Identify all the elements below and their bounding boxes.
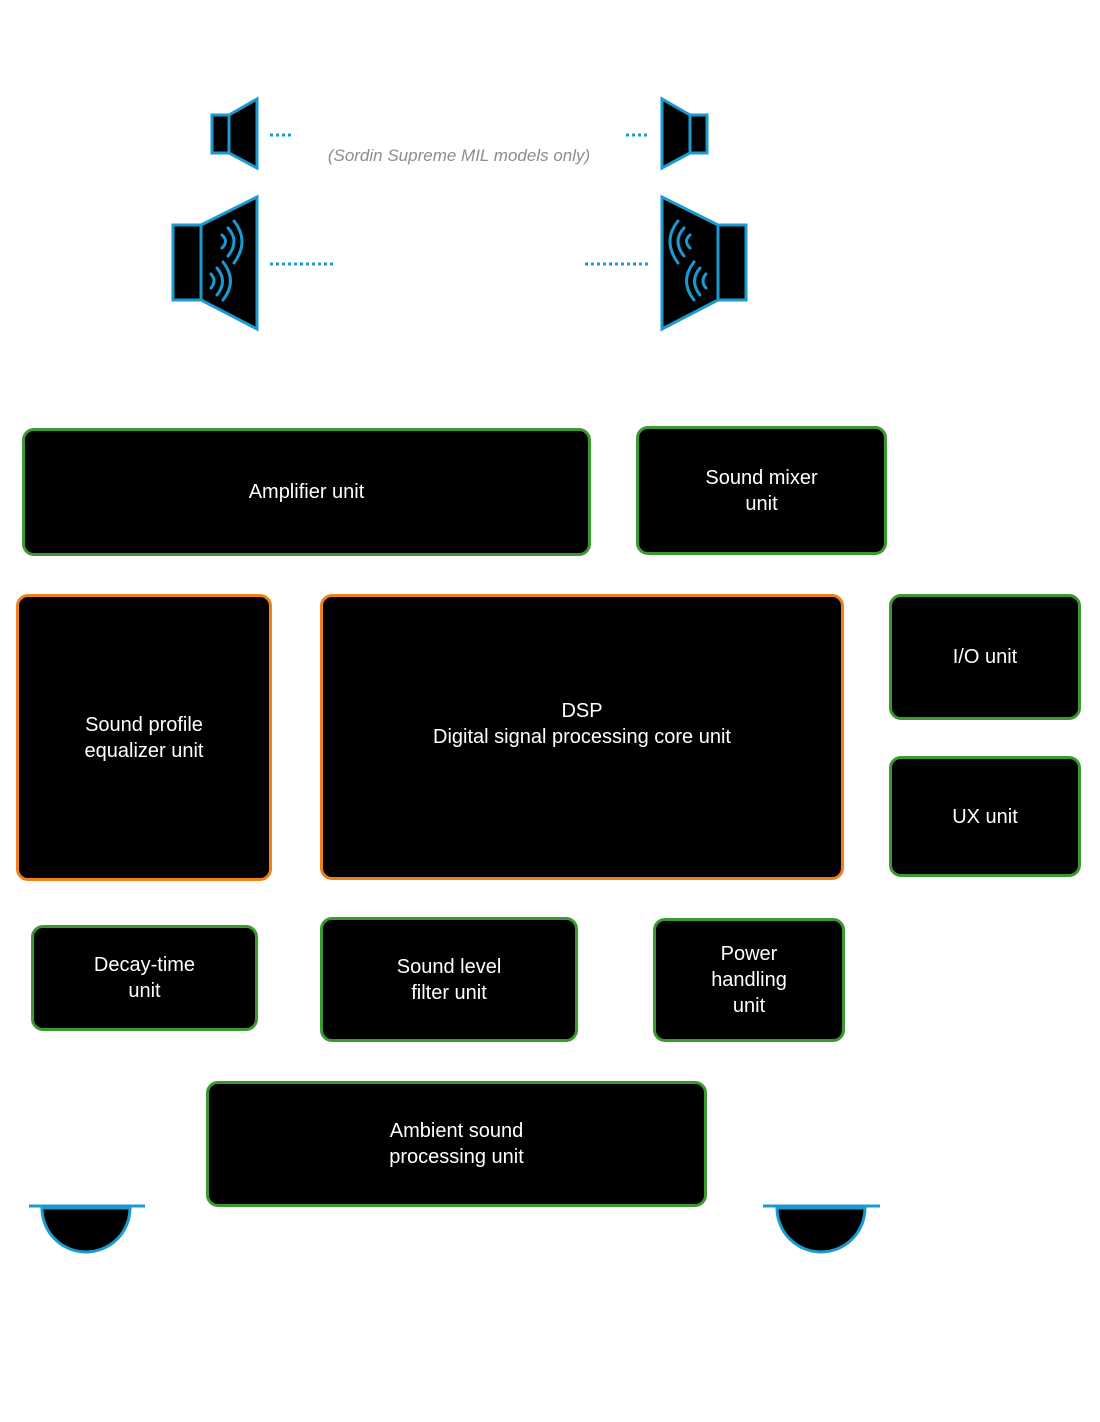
- decay-time-unit: Decay-time unit: [31, 925, 258, 1031]
- sound-level-filter-unit: Sound level filter unit: [320, 917, 578, 1042]
- speaker-sound-icon-left: [171, 194, 259, 332]
- sound-profile-equalizer-unit: Sound profile equalizer unit: [16, 594, 272, 881]
- decay-unit-label: Decay-time unit: [93, 954, 196, 1002]
- ux-unit: UX unit: [889, 756, 1081, 877]
- io-unit-label: I/O unit: [952, 646, 1018, 668]
- sound-mixer-unit-label: Sound mixer unit: [705, 466, 818, 515]
- speaker-icon-small-left: [210, 96, 259, 171]
- speaker-icon-small-right: [660, 96, 709, 171]
- ambient-unit-label: Ambient sound processing unit: [389, 1120, 524, 1168]
- io-unit: I/O unit: [889, 594, 1081, 720]
- dsp-core-unit: DSP Digital signal processing core unit: [320, 594, 844, 880]
- level-filter-unit-label: Sound level filter unit: [396, 955, 502, 1004]
- speaker-sound-icon-right: [660, 194, 748, 332]
- microphone-icon-left: [29, 1204, 145, 1254]
- amplifier-unit-label: Amplifier unit: [248, 481, 365, 503]
- power-handling-unit: Power handling unit: [653, 918, 845, 1042]
- amplifier-unit: Amplifier unit: [22, 428, 591, 556]
- power-unit-label: Power handling unit: [711, 943, 787, 1017]
- equalizer-unit-label: Sound profile equalizer unit: [84, 713, 204, 762]
- ux-unit-label: UX unit: [952, 805, 1018, 828]
- models-note: (Sordin Supreme MIL models only): [327, 146, 591, 165]
- dsp-unit-label: DSP Digital signal processing core unit: [433, 700, 731, 748]
- microphone-icon-right: [763, 1204, 880, 1254]
- sound-mixer-unit: Sound mixer unit: [636, 426, 887, 555]
- ambient-sound-processing-unit: Ambient sound processing unit: [206, 1081, 707, 1207]
